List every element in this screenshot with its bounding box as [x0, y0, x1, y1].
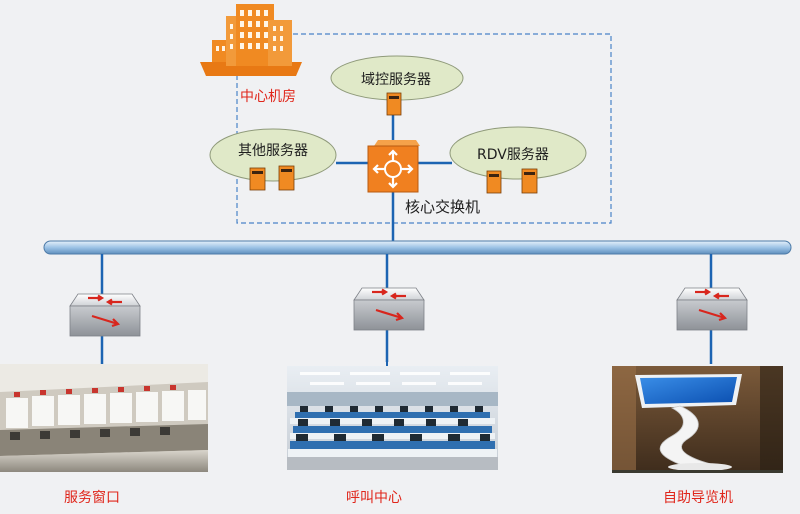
server-links [336, 113, 452, 244]
access-switch-icon [353, 287, 425, 331]
kiosk-photo [612, 366, 783, 473]
call-center-photo [287, 366, 498, 470]
kiosk-label: 自助导览机 [663, 490, 733, 506]
core-switch-label: 核心交换机 [405, 198, 481, 216]
service-window-photo [0, 364, 208, 472]
access-switch-icon [676, 287, 748, 331]
other-server-ellipse [209, 128, 337, 182]
datacenter-boundary [236, 33, 612, 224]
call-center-label: 呼叫中心 [346, 490, 402, 506]
domain-controller-label: 域控服务器 [361, 72, 431, 88]
server-tower-icon [386, 92, 402, 116]
rdv-server-ellipse [449, 126, 587, 180]
service-window-label: 服务窗口 [64, 490, 120, 506]
server-tower-icon [249, 165, 295, 191]
endpoint-links [101, 360, 388, 366]
access-links [100, 254, 713, 364]
building-icon [200, 4, 302, 76]
core-switch-icon [367, 140, 420, 193]
access-switch-icon [69, 293, 141, 337]
rdv-server-label: RDV服务器 [477, 147, 549, 163]
other-servers-label: 其他服务器 [238, 143, 308, 159]
network-bus [43, 240, 792, 255]
server-tower-icon [486, 168, 538, 194]
datacenter-label: 中心机房 [240, 89, 296, 105]
